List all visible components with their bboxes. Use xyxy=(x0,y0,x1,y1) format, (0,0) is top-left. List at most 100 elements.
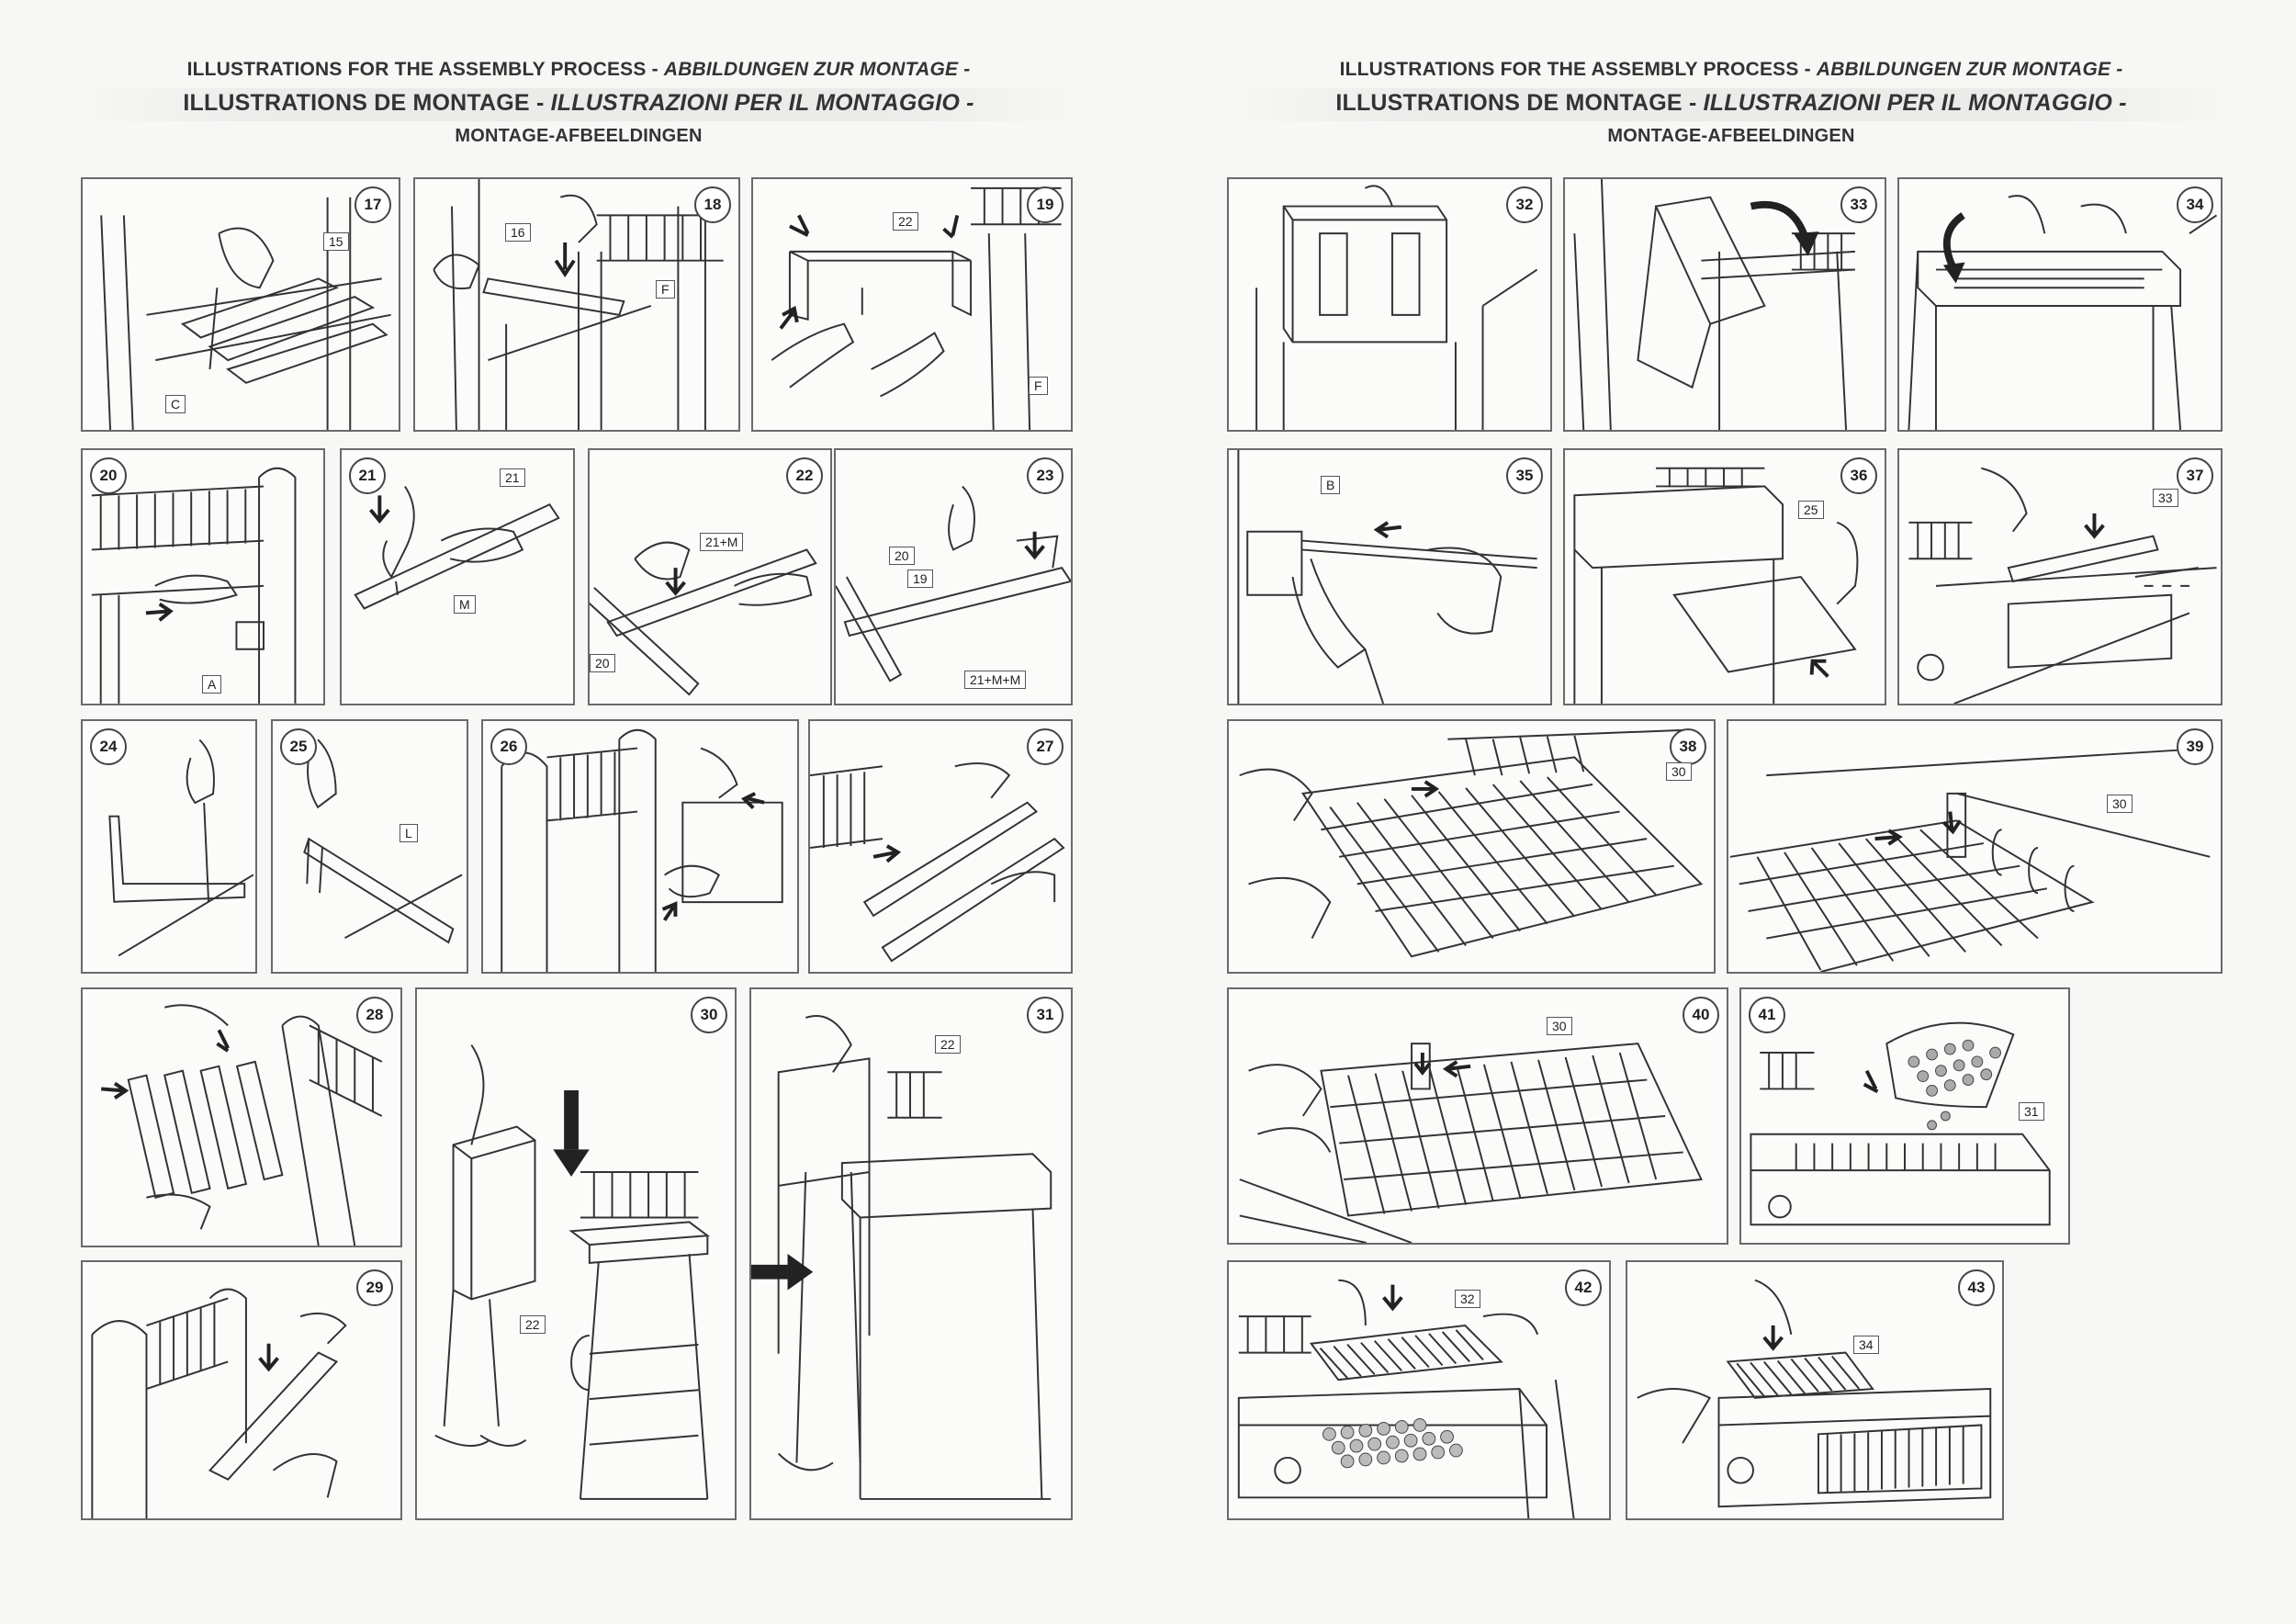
callout-label: 21 xyxy=(500,468,525,487)
step-38-illustration xyxy=(1239,728,1704,958)
step-33-panel: 33 xyxy=(1563,177,1886,432)
step-32-number: 32 xyxy=(1506,186,1543,223)
left-page: ILLUSTRATIONS FOR THE ASSEMBLY PROCESS -… xyxy=(73,53,1084,1520)
step-38-panel: 38 30 xyxy=(1227,719,1716,974)
callout-label: 30 xyxy=(2107,795,2133,813)
header-line-3: MONTAGE-AFBEELDINGEN xyxy=(455,126,703,146)
step-23-number: 23 xyxy=(1027,457,1064,494)
step-24-illustration xyxy=(108,739,254,957)
step-36-panel: 36 25 xyxy=(1563,448,1886,705)
step-43-number: 43 xyxy=(1958,1269,1995,1306)
callout-label: C xyxy=(165,395,186,413)
step-26-number: 26 xyxy=(490,728,527,765)
step-25-illustration xyxy=(303,739,463,944)
step-18-number: 18 xyxy=(694,186,731,223)
callout-label: 22 xyxy=(893,212,918,231)
step-27-panel: 27 xyxy=(808,719,1073,974)
callout-label: L xyxy=(400,824,418,842)
step-22-illustration xyxy=(590,541,817,696)
step-35-panel: 35 B xyxy=(1227,448,1552,705)
header-line-1: ILLUSTRATIONS FOR THE ASSEMBLY PROCESS -… xyxy=(1339,59,2123,80)
step-21-number: 21 xyxy=(349,457,386,494)
callout-label: 25 xyxy=(1798,501,1824,519)
callout-label: 20 xyxy=(590,654,615,672)
step-34-illustration xyxy=(1908,195,2218,430)
step-33-illustration xyxy=(1573,179,1855,430)
header-line-3: MONTAGE-AFBEELDINGEN xyxy=(1607,126,1855,146)
step-24-panel: 24 xyxy=(81,719,257,974)
callout-label: 21+M xyxy=(700,533,744,551)
step-37-illustration xyxy=(1908,467,2217,704)
step-26-panel: 26 xyxy=(481,719,799,974)
step-34-panel: 34 xyxy=(1897,177,2223,432)
callout-label: B xyxy=(1321,476,1341,494)
step-30-panel: 30 22 xyxy=(415,987,737,1520)
step-17-panel: 17 15 C xyxy=(81,177,400,432)
callout-label: F xyxy=(656,280,675,299)
step-24-number: 24 xyxy=(90,728,127,765)
step-20-panel: 20 A xyxy=(81,448,325,705)
step-19-number: 19 xyxy=(1027,186,1064,223)
step-42-number: 42 xyxy=(1565,1269,1602,1306)
step-25-panel: 25 L xyxy=(271,719,468,974)
step-29-number: 29 xyxy=(356,1269,393,1306)
step-18-illustration xyxy=(433,179,724,430)
step-35-number: 35 xyxy=(1506,457,1543,494)
step-40-number: 40 xyxy=(1683,997,1719,1033)
step-25-number: 25 xyxy=(280,728,317,765)
step-21-panel: 21 21 M xyxy=(340,448,575,705)
step-32-panel: 32 xyxy=(1227,177,1552,432)
callout-label: 19 xyxy=(907,570,933,588)
step-41-panel: 41 31 xyxy=(1739,987,2070,1245)
page-header-left: ILLUSTRATIONS FOR THE ASSEMBLY PROCESS -… xyxy=(73,53,1084,152)
callout-label: 21+M+M xyxy=(964,671,1027,689)
header-line-1: ILLUSTRATIONS FOR THE ASSEMBLY PROCESS -… xyxy=(186,59,971,80)
step-40-illustration xyxy=(1239,1043,1703,1243)
step-42-panel: 42 32 xyxy=(1227,1260,1611,1520)
step-23-panel: 23 20 19 21+M+M xyxy=(834,448,1073,705)
right-page: ILLUSTRATIONS FOR THE ASSEMBLY PROCESS -… xyxy=(1148,0,2296,1624)
step-41-illustration xyxy=(1750,1021,2051,1226)
page-header-right: ILLUSTRATIONS FOR THE ASSEMBLY PROCESS -… xyxy=(1226,53,2236,152)
step-36-illustration xyxy=(1573,467,1859,704)
step-30-number: 30 xyxy=(691,997,727,1033)
header-line-2: ILLUSTRATIONS DE MONTAGE - ILLUSTRAZIONI… xyxy=(1335,90,2127,116)
step-43-panel: 43 34 xyxy=(1626,1260,2004,1520)
step-29-illustration xyxy=(91,1288,347,1518)
step-38-number: 38 xyxy=(1670,728,1706,765)
step-27-illustration xyxy=(810,762,1065,963)
callout-label: 22 xyxy=(935,1035,961,1054)
step-37-panel: 37 33 xyxy=(1897,448,2223,705)
step-28-panel: 28 xyxy=(81,987,402,1247)
step-23-illustration xyxy=(836,485,1071,682)
step-22-panel: 22 21+M 20 xyxy=(588,448,832,705)
callout-label: 30 xyxy=(1547,1017,1572,1035)
callout-label: 20 xyxy=(889,547,915,565)
step-27-number: 27 xyxy=(1027,728,1064,765)
step-37-number: 37 xyxy=(2177,457,2213,494)
step-26-illustration xyxy=(501,728,783,972)
step-31-number: 31 xyxy=(1027,997,1064,1033)
step-39-illustration xyxy=(1729,747,2211,972)
step-39-panel: 39 30 xyxy=(1727,719,2223,974)
step-35-illustration xyxy=(1237,450,1537,704)
step-30-illustration xyxy=(434,1044,711,1500)
callout-label: 33 xyxy=(2153,489,2178,507)
callout-label: M xyxy=(454,595,476,614)
callout-label: 32 xyxy=(1455,1290,1480,1308)
step-18-panel: 18 16 F xyxy=(413,177,740,432)
step-17-number: 17 xyxy=(355,186,391,223)
callout-label: 15 xyxy=(323,232,349,251)
step-42-illustration xyxy=(1237,1279,1575,1518)
callout-label: F xyxy=(1029,377,1048,395)
step-31-illustration xyxy=(751,1015,1052,1500)
callout-label: 16 xyxy=(505,223,531,242)
step-36-number: 36 xyxy=(1840,457,1877,494)
callout-label: 34 xyxy=(1853,1336,1879,1354)
step-34-number: 34 xyxy=(2177,186,2213,223)
step-21-illustration xyxy=(354,486,560,610)
step-33-number: 33 xyxy=(1840,186,1877,223)
step-20-number: 20 xyxy=(90,457,127,494)
step-39-number: 39 xyxy=(2177,728,2213,765)
step-29-panel: 29 xyxy=(81,1260,402,1520)
